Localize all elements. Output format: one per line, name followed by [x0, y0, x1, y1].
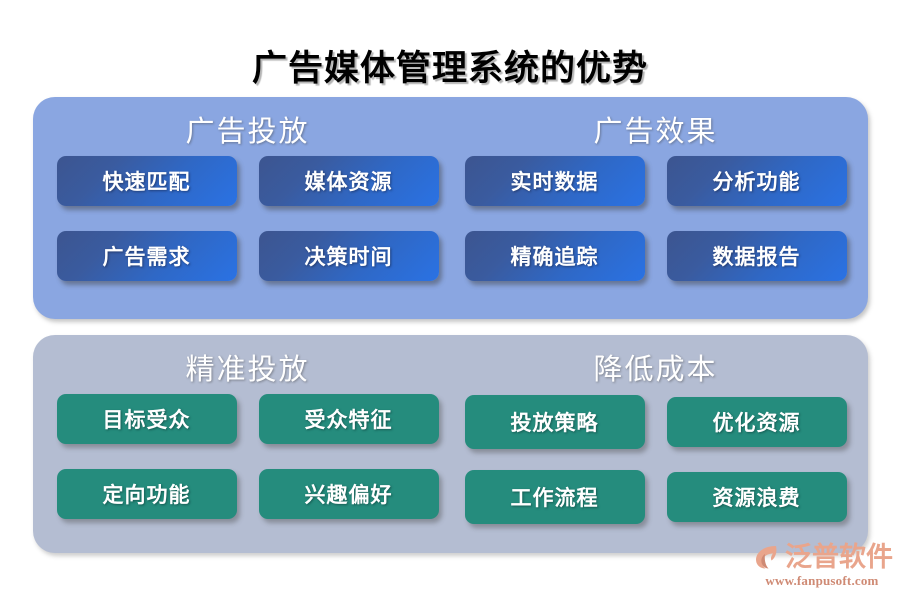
group-ad-effect: 广告效果 实时数据 分析功能 精确追踪 数据报告: [453, 97, 858, 319]
page-title: 广告媒体管理系统的优势: [251, 49, 648, 88]
watermark-row: 泛普软件: [752, 540, 893, 574]
card-item[interactable]: 数据报告: [666, 231, 847, 281]
card-grid-ad-delivery: 快速匹配 媒体资源 广告需求 决策时间: [45, 156, 450, 281]
group-header-cost-reduction: 降低成本: [593, 354, 718, 386]
card-item[interactable]: 分析功能: [666, 156, 847, 206]
watermark-url: www.fanpusoft.com: [765, 573, 879, 588]
card-item[interactable]: 实时数据: [464, 156, 645, 206]
watermark-brand-name: 泛普软件: [785, 542, 893, 572]
group-header-ad-delivery: 广告投放: [185, 116, 310, 148]
card-item[interactable]: 媒体资源: [258, 156, 439, 206]
card-grid-ad-effect: 实时数据 分析功能 精确追踪 数据报告: [453, 156, 858, 281]
card-item[interactable]: 目标受众: [56, 394, 237, 444]
card-item[interactable]: 精确追踪: [464, 231, 645, 281]
watermark-logo: 泛普软件 www.fanpusoft.com: [752, 540, 893, 592]
group-header-ad-effect: 广告效果: [593, 116, 718, 148]
card-item[interactable]: 定向功能: [56, 469, 237, 519]
card-item[interactable]: 工作流程: [464, 470, 645, 524]
card-grid-precise-delivery: 目标受众 受众特征 定向功能 兴趣偏好: [45, 394, 450, 519]
fanpu-logo-icon: [752, 542, 782, 572]
card-item[interactable]: 决策时间: [258, 231, 439, 281]
targeting-panel: 精准投放 目标受众 受众特征 定向功能 兴趣偏好 降低成本 投放策略 优化资源 …: [33, 335, 868, 553]
group-ad-delivery: 广告投放 快速匹配 媒体资源 广告需求 决策时间: [45, 97, 450, 319]
card-item[interactable]: 快速匹配: [56, 156, 237, 206]
card-grid-cost-reduction: 投放策略 优化资源 工作流程 资源浪费: [453, 395, 858, 524]
card-item[interactable]: 兴趣偏好: [258, 469, 439, 519]
card-item[interactable]: 优化资源: [666, 397, 847, 447]
card-item[interactable]: 受众特征: [258, 394, 439, 444]
group-cost-reduction: 降低成本 投放策略 优化资源 工作流程 资源浪费: [453, 335, 858, 553]
advertising-panel: 广告投放 快速匹配 媒体资源 广告需求 决策时间 广告效果 实时数据 分析功能 …: [33, 97, 868, 319]
group-precise-delivery: 精准投放 目标受众 受众特征 定向功能 兴趣偏好: [45, 335, 450, 553]
card-item[interactable]: 广告需求: [56, 231, 237, 281]
card-item[interactable]: 资源浪费: [666, 472, 847, 522]
group-header-precise-delivery: 精准投放: [185, 354, 310, 386]
card-item[interactable]: 投放策略: [464, 395, 645, 449]
